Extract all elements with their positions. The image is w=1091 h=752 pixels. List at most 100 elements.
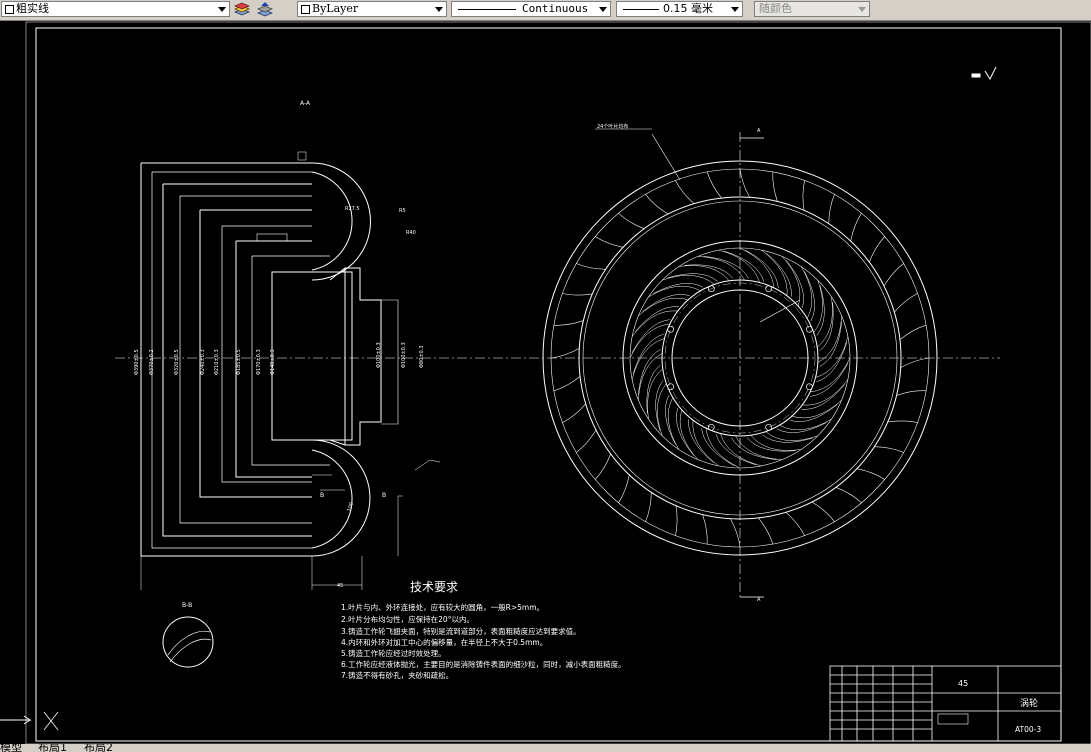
bolt-hole [765, 285, 773, 293]
svg-text:R27.5: R27.5 [345, 206, 360, 212]
turbine-front-view [542, 160, 938, 556]
roughness-symbol [971, 66, 997, 81]
inner-blade [703, 256, 749, 279]
svg-text:100: 100 [346, 502, 355, 513]
inner-blade [638, 353, 663, 401]
svg-text:Φ80±0.3: Φ80±0.3 [419, 346, 425, 368]
inner-blade [688, 419, 714, 463]
outer-blade [706, 171, 722, 199]
tab-layout1[interactable]: 布局1 [38, 744, 67, 752]
inner-blade [667, 397, 680, 450]
section-arrows [740, 137, 764, 598]
inner-blade [781, 256, 801, 307]
section-aa-label: A-A [300, 100, 311, 107]
bolt-hole [667, 325, 675, 333]
ucs-icon [0, 711, 59, 731]
outer-blade [553, 320, 584, 326]
layer-previous-icon[interactable] [256, 1, 274, 18]
inner-blade [791, 399, 842, 419]
outer-blade [594, 453, 611, 480]
dimension-lines [140, 151, 441, 590]
cut-label-a1: A [757, 128, 761, 134]
outer-blade [595, 236, 624, 248]
chevron-down-icon[interactable] [432, 2, 446, 16]
inner-blade [638, 349, 661, 395]
inner-blade [786, 260, 804, 308]
inner-blade [692, 420, 719, 467]
tech-note: 7.铸造不得有砂孔，夹砂和疏松。 [341, 670, 453, 680]
tab-model[interactable]: 模型 [0, 744, 22, 752]
inner-blade [718, 249, 760, 283]
outer-blade [900, 357, 930, 368]
plotstyle-value: 随颜色 [759, 2, 792, 15]
bolt-hole [707, 423, 715, 431]
inner-blade [655, 380, 664, 431]
linetype-dropdown[interactable]: Continuous [451, 1, 611, 17]
tech-note: 1.叶片与内、外环连接处，应有较大的圆角，一般R>5mm。 [341, 602, 544, 612]
lineweight-preview [623, 9, 659, 10]
inner-blade [631, 310, 678, 337]
tech-note: 6.工作轮应经液体抛光，主要目的是消除铸件表面的细沙粒，同时，减小表面粗糙度。 [341, 659, 626, 669]
svg-text:R5: R5 [399, 208, 406, 214]
layer-name: 粗实线 [16, 2, 49, 15]
section-aa-view [140, 162, 399, 557]
outer-blade [702, 514, 708, 545]
color-swatch [301, 5, 310, 14]
svg-text:Φ390±0.5: Φ390±0.5 [134, 349, 140, 375]
section-aa-dimension-text: Φ390±0.5 Φ370±0.2 Φ320±0.5 Φ240±0.3 Φ210… [134, 206, 425, 589]
drawing-frame [25, 21, 1091, 744]
outer-blade [730, 518, 741, 548]
chevron-down-icon[interactable] [215, 2, 229, 16]
bolt-hole [707, 285, 715, 293]
outer-blade [739, 168, 750, 198]
inner-blade [779, 418, 832, 431]
outer-blade [562, 403, 586, 423]
chevron-down-icon[interactable] [728, 2, 742, 16]
inner-blade [648, 285, 701, 298]
svg-text:Φ100±0.3: Φ100±0.3 [401, 342, 407, 368]
outer-blade [850, 213, 862, 242]
plotstyle-dropdown: 随颜色 [754, 1, 870, 17]
blade-note: 24个叶片均布 [597, 123, 628, 130]
chevron-down-icon[interactable] [596, 2, 610, 16]
title-part-name: 涡轮 [1020, 697, 1038, 709]
inner-blade [762, 434, 813, 443]
inner-blade [810, 363, 849, 397]
tab-layout2[interactable]: 布局2 [84, 744, 113, 752]
lineweight-dropdown[interactable]: 0.15 毫米 [616, 1, 743, 17]
inner-blade [802, 379, 849, 406]
outer-blade [675, 505, 678, 536]
svg-text:R40: R40 [406, 230, 416, 236]
inner-blade [731, 437, 777, 460]
tech-note: 3.铸造工作轮飞翅夹面，特别是流到道部分，表面粗糙度应达到要求值。 [341, 626, 581, 636]
bolt-hole [805, 383, 813, 391]
inner-blade [735, 435, 783, 460]
inner-blade [676, 408, 694, 456]
inner-blade [647, 368, 663, 420]
make-object-layer-current-icon[interactable] [233, 1, 251, 18]
drawing-canvas[interactable]: Φ390±0.5 Φ370±0.2 Φ320±0.5 Φ240±0.3 Φ210… [0, 20, 1091, 744]
svg-text:Φ210±0.3: Φ210±0.3 [214, 349, 220, 375]
inner-blade [653, 283, 704, 294]
inner-blade [635, 306, 679, 332]
outer-blade [785, 512, 805, 536]
inner-blade [679, 409, 699, 460]
blade-leader [595, 128, 801, 323]
outer-blade [811, 501, 835, 522]
linetype-value: Continuous [522, 2, 589, 15]
outer-blade [645, 194, 669, 215]
bolt-hole [667, 383, 675, 391]
inner-blade [816, 342, 848, 383]
inner-blade [715, 434, 756, 466]
inner-blade [657, 383, 667, 436]
center-lines [115, 132, 1000, 600]
outer-blade [802, 180, 805, 211]
inner-blade [817, 296, 833, 348]
inner-blade [804, 271, 815, 322]
color-dropdown[interactable]: ByLayer [297, 1, 447, 17]
outer-blade [869, 236, 886, 263]
tech-note: 2.叶片分布均匀性，应保持在20°以内。 [341, 614, 474, 624]
layer-dropdown[interactable]: 粗实线 [1, 1, 230, 17]
outer-blade [553, 376, 581, 392]
inner-blade [776, 422, 827, 433]
